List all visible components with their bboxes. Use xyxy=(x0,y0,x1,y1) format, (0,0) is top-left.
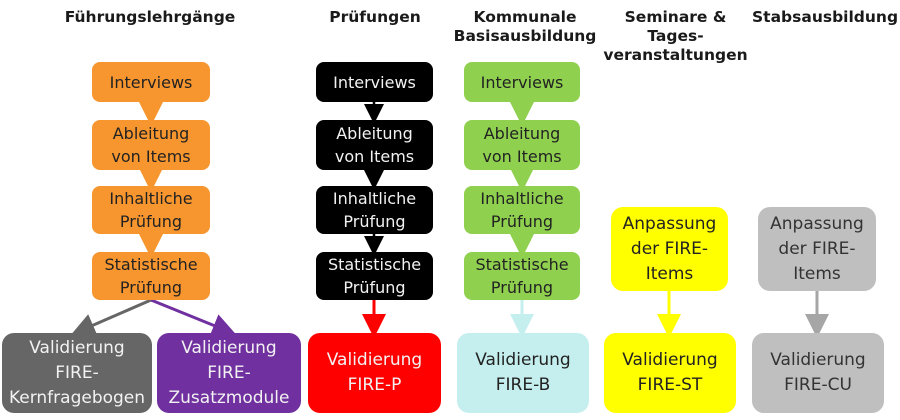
header-kommunale-basisausbildung: Kommunale Basisausbildung xyxy=(453,8,597,45)
outcome-validierung-fire-b: Validierung FIRE-B xyxy=(457,333,589,413)
step-anpassung-fire-items: Anpassung der FIRE- Items xyxy=(758,207,876,291)
step-ableitung-von-items: Ableitung von Items xyxy=(316,120,433,170)
outcome-validierung-fire-cu: Validierung FIRE-CU xyxy=(752,333,884,413)
step-inhaltliche-pruefung: Inhaltliche Prüfung xyxy=(464,186,580,234)
step-interviews: Interviews xyxy=(316,62,433,102)
step-ableitung-von-items: Ableitung von Items xyxy=(92,120,210,170)
step-statistische-pruefung: Statistische Prüfung xyxy=(92,252,210,300)
step-interviews: Interviews xyxy=(464,62,580,102)
outcome-validierung-fire-p: Validierung FIRE-P xyxy=(308,333,441,413)
header-fuehrungslehrgaenge: Führungslehrgänge xyxy=(64,8,236,26)
step-inhaltliche-pruefung: Inhaltliche Prüfung xyxy=(316,186,433,234)
step-interviews: Interviews xyxy=(92,62,210,102)
header-seminare-tagesveranstaltungen: Seminare & Tages- veranstaltungen xyxy=(603,8,748,64)
step-ableitung-von-items: Ableitung von Items xyxy=(464,120,580,170)
step-statistische-pruefung: Statistische Prüfung xyxy=(316,252,433,300)
outcome-validierung-fire-st: Validierung FIRE-ST xyxy=(604,333,736,413)
arrow-to-zusatzmodule xyxy=(150,298,237,337)
step-statistische-pruefung: Statistische Prüfung xyxy=(464,252,580,300)
outcome-validierung-fire-zusatzmodule: Validierung FIRE- Zusatzmodule xyxy=(157,333,301,413)
step-anpassung-fire-items: Anpassung der FIRE- Items xyxy=(611,207,728,291)
header-stabsausbildung: Stabsausbildung xyxy=(752,8,899,26)
arrow-to-kernfragebogen xyxy=(70,298,152,337)
header-pruefungen: Prüfungen xyxy=(329,8,421,26)
outcome-validierung-fire-kernfragebogen: Validierung FIRE- Kernfragebogen xyxy=(2,333,152,413)
step-inhaltliche-pruefung: Inhaltliche Prüfung xyxy=(92,186,210,234)
